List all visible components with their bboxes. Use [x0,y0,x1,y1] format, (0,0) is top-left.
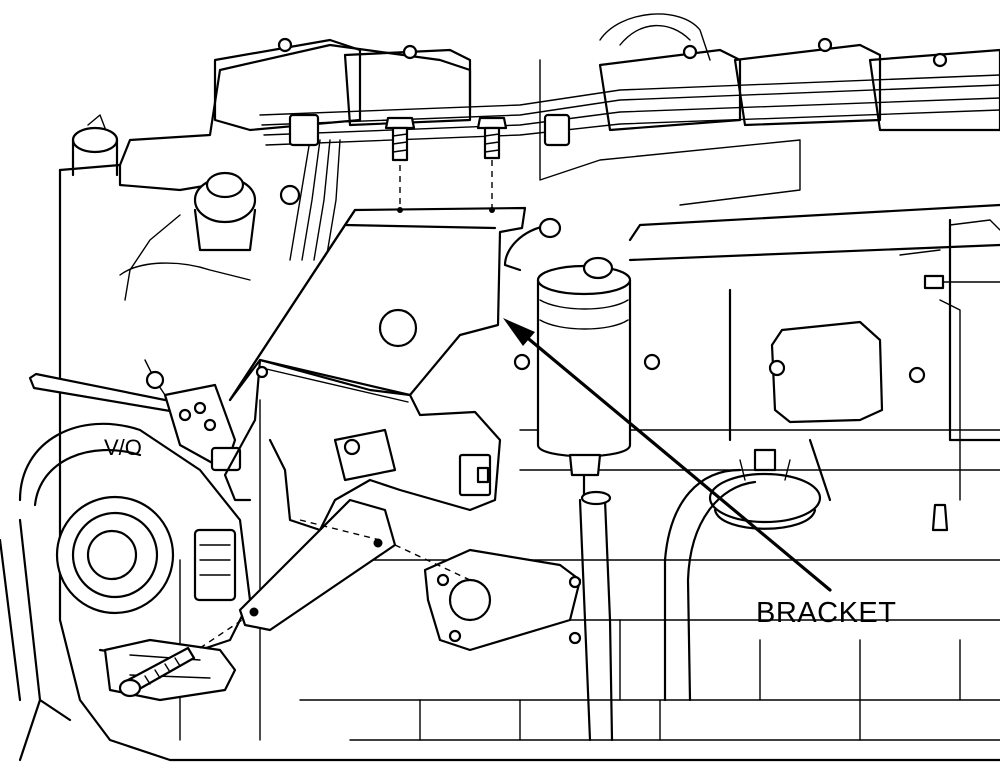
fuel-pump-assembly [71,114,301,301]
engine-block [58,43,1000,762]
upper-bolts [384,116,508,215]
throttle-linkage [28,359,242,472]
bracket [223,206,527,632]
accessory-pulley [0,422,252,762]
vacuum-unit [663,438,832,702]
valve-covers [213,13,1000,132]
bracket-callout [503,318,832,592]
side-cover [513,203,1000,532]
flange-plate [394,544,582,652]
bracket-label: BRACKET [756,597,896,629]
lower-left-bolt [118,617,246,698]
vo-marking: V/O [104,435,142,460]
fuel-filter [503,217,632,502]
lower-hoses [578,490,614,742]
